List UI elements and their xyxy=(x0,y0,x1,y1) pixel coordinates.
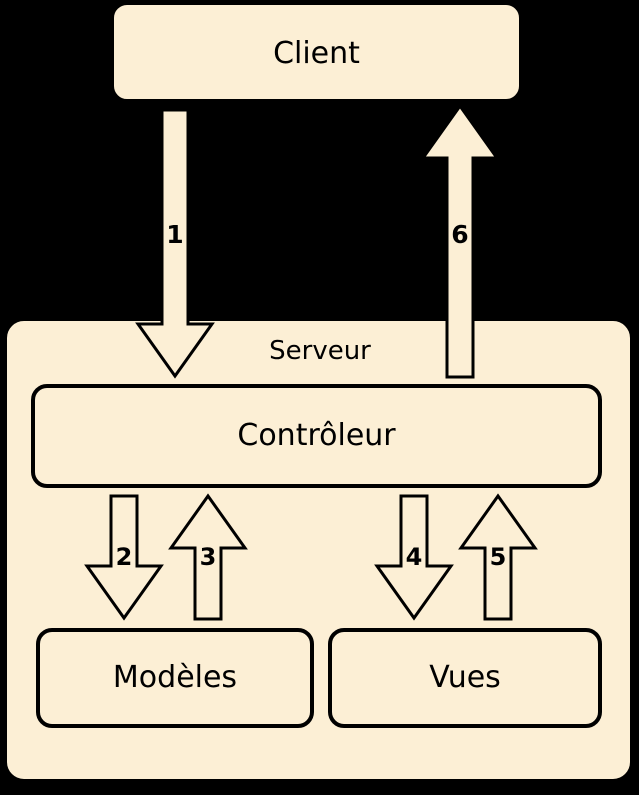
vues-box xyxy=(328,628,602,728)
client-box xyxy=(112,3,521,101)
arrow-6-shape xyxy=(420,103,500,379)
arrow-5-shape xyxy=(458,493,538,621)
arrow-3-shape xyxy=(168,493,248,621)
arrow-1-shape xyxy=(135,108,215,379)
arrow-2-shape xyxy=(84,494,164,621)
arrow-4-shape xyxy=(374,494,454,621)
controleur-box xyxy=(31,384,602,488)
modeles-box xyxy=(36,628,314,728)
